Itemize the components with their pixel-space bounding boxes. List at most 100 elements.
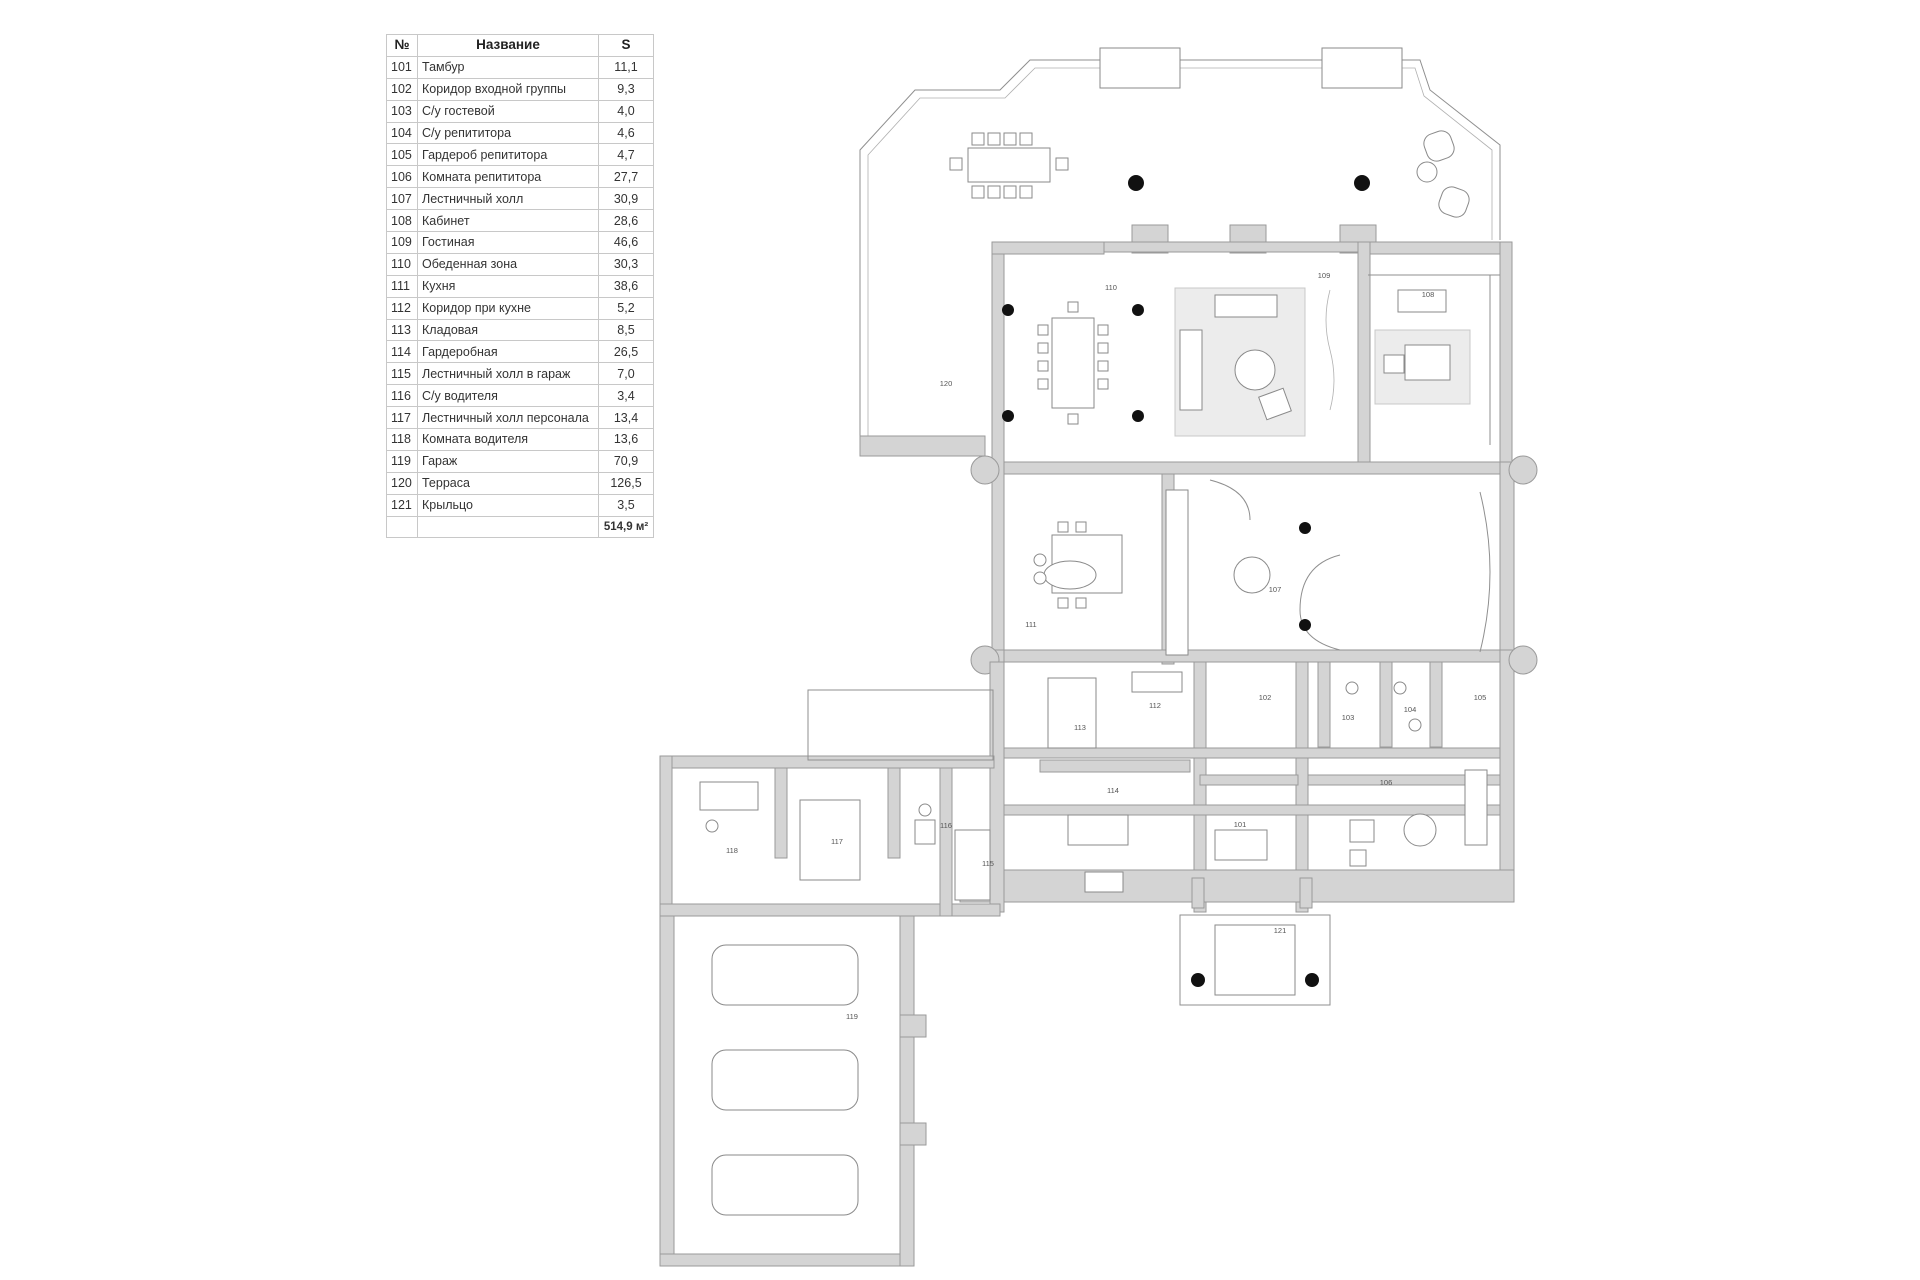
room-label-103: 103: [1342, 713, 1355, 722]
row-area: 13,6: [598, 428, 654, 451]
stair-hall: [1209, 479, 1491, 653]
row-num: 109: [386, 231, 418, 254]
room-label-118: 118: [726, 846, 738, 855]
table-total-row: 514,9 м²: [386, 515, 654, 539]
row-area: 4,0: [598, 99, 654, 123]
row-name: Гостиная: [417, 231, 599, 254]
terrace-stairs-right: [1321, 47, 1403, 89]
row-num: 117: [386, 406, 418, 430]
row-name: С/у водителя: [417, 384, 599, 408]
row-area: 5,2: [598, 296, 654, 320]
room-label-116: 116: [940, 821, 952, 830]
room-label-119: 119: [846, 1012, 858, 1021]
total-area: 514,9 м²: [598, 515, 654, 539]
row-name: Кухня: [417, 274, 599, 298]
room-label-109: 109: [1318, 271, 1331, 280]
row-area: 9,3: [598, 77, 654, 101]
room-label-110: 110: [1105, 283, 1117, 292]
header-num: №: [386, 34, 418, 57]
row-name: Гардероб репититора: [417, 143, 599, 167]
room-label-108: 108: [1422, 290, 1435, 299]
room-label-112: 112: [1149, 701, 1161, 710]
row-area: 30,9: [598, 187, 654, 211]
row-area: 8,5: [598, 318, 654, 342]
room-label-106: 106: [1380, 778, 1393, 787]
row-area: 26,5: [598, 340, 654, 364]
room-label-117: 117: [831, 837, 843, 846]
row-num: 113: [386, 318, 418, 342]
car: [711, 1049, 859, 1111]
row-area: 30,3: [598, 252, 654, 276]
row-num: 108: [386, 209, 418, 233]
row-area: 38,6: [598, 274, 654, 298]
room-label-107: 107: [1269, 585, 1282, 594]
row-area: 7,0: [598, 362, 654, 386]
room-labels: 101 102 103 104 105 106 107 108 109 110 …: [726, 271, 1486, 1021]
car: [711, 1154, 859, 1216]
room-label-102: 102: [1259, 693, 1272, 702]
row-name: Кладовая: [417, 318, 599, 342]
main-house-walls: [959, 224, 1515, 913]
row-area: 3,4: [598, 384, 654, 408]
room-label-120: 120: [940, 379, 953, 388]
car: [711, 944, 859, 1006]
row-name: Терраса: [417, 471, 599, 495]
row-area: 3,5: [598, 493, 654, 517]
room-label-114: 114: [1107, 786, 1119, 795]
row-num: 112: [386, 296, 418, 320]
row-area: 70,9: [598, 449, 654, 473]
room-label-105: 105: [1474, 693, 1487, 702]
room-label-101: 101: [1234, 820, 1247, 829]
row-name: Лестничный холл в гараж: [417, 362, 599, 386]
study-furniture: [1368, 274, 1500, 445]
entry-porch: [1179, 829, 1331, 1006]
row-name: Комната водителя: [417, 428, 599, 451]
garage: [659, 915, 927, 1267]
row-name: Гардеробная: [417, 340, 599, 364]
living-furniture: [1174, 287, 1335, 437]
room-label-113: 113: [1074, 723, 1086, 732]
terrace-columns: [1128, 175, 1370, 191]
room-label-104: 104: [1404, 705, 1417, 714]
kitchen-furniture: [1033, 489, 1189, 656]
tutor-rooms: [1317, 661, 1488, 867]
room-label-115: 115: [982, 859, 994, 868]
terrace-stairs-left: [1099, 47, 1181, 89]
row-num: 105: [386, 143, 418, 167]
dining-furniture: [1002, 301, 1144, 425]
row-name: Обеденная зона: [417, 252, 599, 276]
row-num: 102: [386, 77, 418, 101]
staff-wing: [659, 689, 1001, 917]
room-label-121: 121: [1274, 926, 1287, 935]
row-num: 110: [386, 252, 418, 276]
row-name: Крыльцо: [417, 493, 599, 517]
row-area: 13,4: [598, 406, 654, 430]
row-num: 115: [386, 362, 418, 386]
row-area: 28,6: [598, 209, 654, 233]
row-area: 4,7: [598, 143, 654, 167]
terrace-parapet: [859, 435, 986, 457]
room-label-111: 111: [1025, 620, 1036, 629]
terrace-outline: [859, 47, 1501, 457]
row-area: 126,5: [598, 471, 654, 495]
